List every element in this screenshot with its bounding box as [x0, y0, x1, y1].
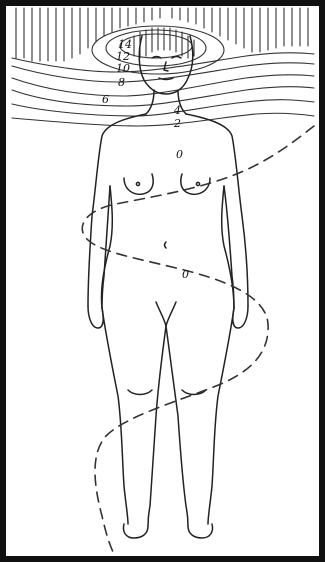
right-nipple — [196, 182, 199, 185]
left-arm-inner — [102, 186, 110, 308]
left-breast — [124, 174, 153, 194]
right-leg-inner — [166, 326, 188, 526]
left-nipple — [136, 182, 139, 185]
label-4: 4 — [173, 104, 181, 117]
left-shoulder-arm-outer — [88, 114, 146, 306]
contour-6 — [12, 75, 314, 96]
contour-lines — [12, 26, 314, 126]
right-leg-outer — [208, 308, 234, 524]
human-figure — [88, 36, 248, 538]
label-2: 2 — [173, 117, 181, 130]
left-knee — [128, 390, 152, 395]
crotch — [156, 302, 176, 326]
right-hand — [233, 306, 248, 328]
contour-labels: 14 12 10 8 6 4 2 0 0 — [102, 38, 189, 281]
contour-2 — [12, 113, 314, 126]
label-10: 10 — [116, 62, 130, 75]
zero-dashed-line — [82, 126, 314, 554]
label-0-chest: 0 — [176, 148, 183, 161]
right-foot — [188, 524, 213, 538]
left-leg-inner — [148, 326, 166, 526]
torso-right — [222, 186, 234, 308]
navel — [165, 242, 167, 248]
right-eye — [172, 57, 181, 59]
label-0-waist: 0 — [182, 268, 189, 281]
contour-8 — [12, 53, 314, 72]
left-leg-outer — [102, 308, 128, 524]
left-hand — [88, 306, 103, 328]
label-8: 8 — [118, 76, 125, 89]
label-6: 6 — [102, 93, 109, 106]
body-field-diagram: 14 12 10 8 6 4 2 0 0 — [6, 6, 319, 556]
right-shoulder-arm-outer — [186, 114, 248, 306]
left-foot — [123, 524, 148, 538]
nose — [164, 62, 168, 71]
